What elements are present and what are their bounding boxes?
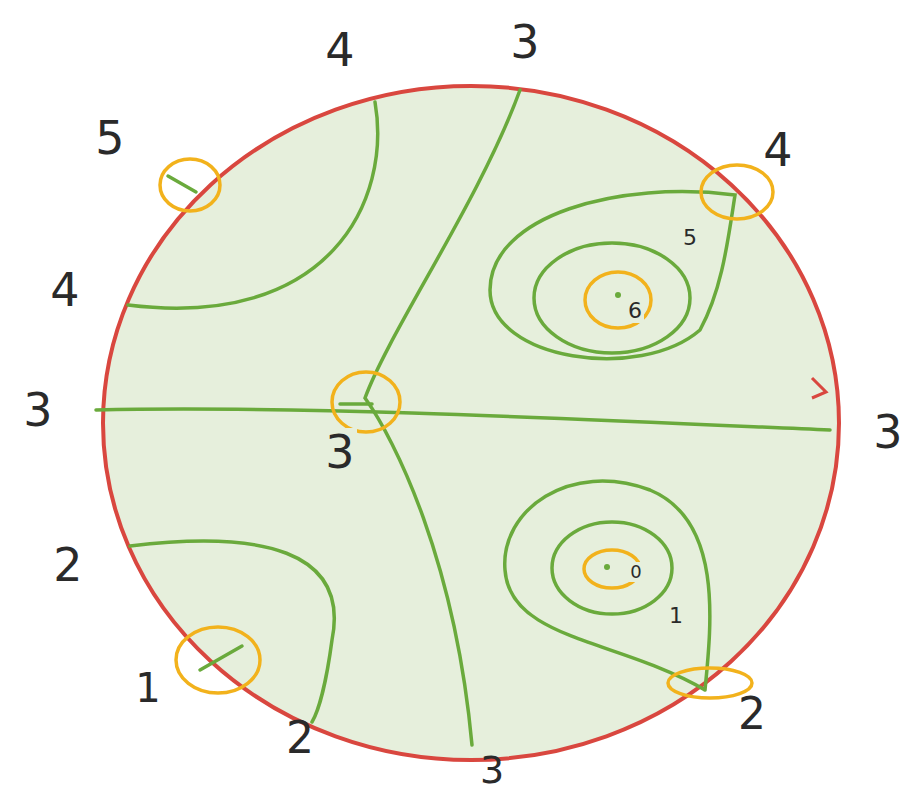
contour-value: 6 [626,299,644,323]
contour-value: 0 [628,562,643,582]
contour-value: 4 [761,126,794,174]
highlight-circles [160,159,773,698]
contour-value: 5 [681,226,699,250]
contour-value: 3 [508,18,541,66]
disk-boundary [103,86,839,760]
contour-value: 2 [736,691,768,737]
contour-value: 1 [667,604,685,628]
contour-value: 3 [871,408,904,456]
contour-value: 3 [478,750,506,790]
contour-value: 5 [93,114,126,162]
contour-value: 2 [284,715,316,761]
contour-value: 3 [323,428,356,476]
contour-value: 4 [323,26,356,74]
boundary-arrow [812,378,826,398]
contour-value: 3 [21,386,54,434]
contour-lines [96,90,830,745]
contour-value: 2 [51,541,84,589]
contour-value: 4 [48,266,81,314]
contour-value: 1 [133,667,162,709]
